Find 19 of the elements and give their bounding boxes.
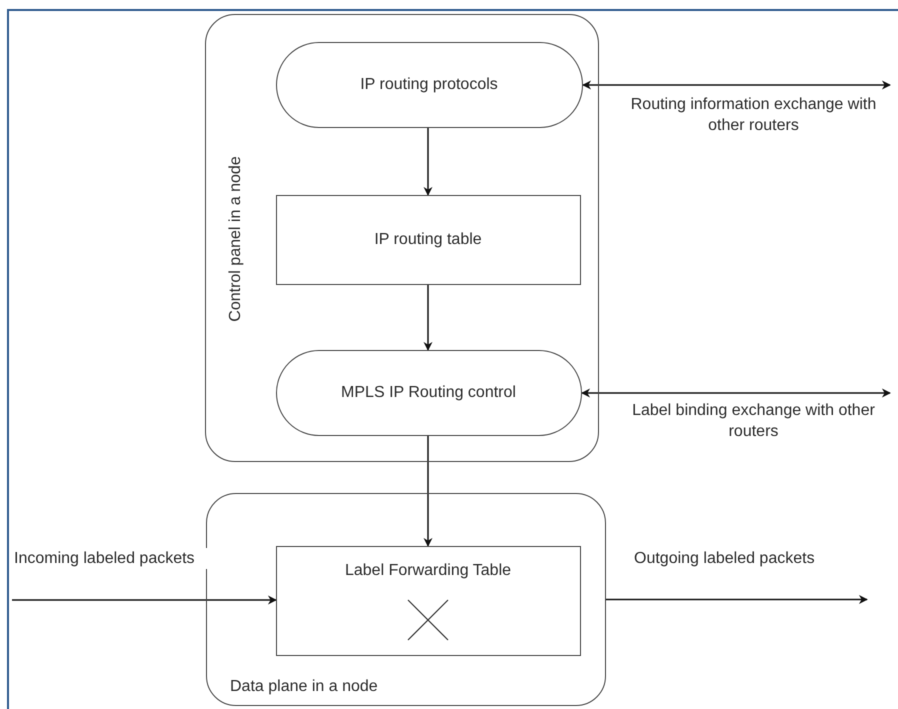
arrow (581, 388, 891, 398)
arrow (424, 128, 432, 196)
process-terminator (276, 42, 582, 128)
panel-box (206, 493, 606, 706)
panel-heading: Control panel in a node (226, 156, 245, 322)
table-box (276, 546, 580, 656)
arrow (606, 595, 868, 604)
arrow (12, 596, 277, 604)
box-label: IP routing table (374, 230, 482, 250)
panel-box (205, 14, 599, 462)
process-box (276, 194, 580, 284)
process-terminator (276, 350, 582, 436)
panel-heading: Data plane in a node (230, 677, 378, 697)
arrow (582, 80, 891, 90)
box-label: IP routing protocols (360, 74, 498, 94)
arrow (424, 436, 432, 547)
box-label: MPLS IP Routing control (341, 382, 516, 402)
box-label: Label Forwarding Table (344, 560, 512, 580)
arrow (424, 285, 432, 351)
